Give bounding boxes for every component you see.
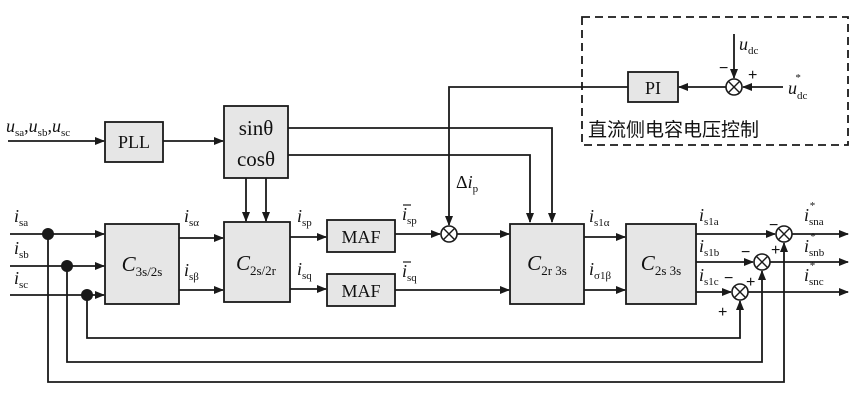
sin-to-c2r3s-wire <box>288 127 556 223</box>
is-beta-label: isβ <box>184 260 199 283</box>
sna-plus-sign: + <box>771 242 780 259</box>
isna-ref-label: isna* <box>804 200 824 228</box>
pi-output-wire <box>445 86 628 226</box>
is1c-label: is1c <box>699 265 719 288</box>
maf-p-block <box>326 219 396 253</box>
snc-minus-sign: − <box>724 270 733 287</box>
cos-to-c2r3s-wire <box>288 154 534 223</box>
udc-label: udc <box>739 34 759 57</box>
is1a-label: is1a <box>699 205 719 228</box>
c3s2s-label: C3s/2s <box>122 252 163 279</box>
dc-sum-junction <box>725 78 743 96</box>
c2s2r-block <box>223 221 291 303</box>
c2s2r-label: C2s/2r <box>236 251 277 278</box>
sin-label: sinθ <box>239 116 274 140</box>
is1-beta-label: iσ1β <box>589 259 611 282</box>
sincos-block <box>223 105 289 179</box>
isq-label: isq <box>297 259 312 282</box>
pi-label: PI <box>645 78 661 98</box>
isp-bar-label: isp <box>402 204 417 227</box>
dc-voltage-control-panel <box>581 16 849 146</box>
ip-sum-junction <box>440 225 458 243</box>
dc-panel-title: 直流侧电容电压控制 <box>588 119 759 141</box>
svg-text:isq: isq <box>402 261 417 284</box>
isc-label: isc <box>14 268 28 291</box>
isa-label: isa <box>14 206 28 229</box>
isnb-ref-label: isnb* <box>804 231 825 259</box>
isb-label: isb <box>14 238 29 261</box>
isq-bar-label: isq <box>402 261 417 284</box>
isa-feedback-wire <box>47 234 788 383</box>
dc-plus-sign: + <box>748 67 757 84</box>
c3s2s-block <box>104 223 180 305</box>
isnc-ref-label: isnc* <box>804 260 824 288</box>
isb-feedback-wire <box>66 266 766 363</box>
maf-p-label: MAF <box>341 227 380 247</box>
snb-plus-sign: + <box>746 274 755 291</box>
pll-label: PLL <box>118 132 150 152</box>
sna-sum-junction <box>775 225 793 243</box>
c2r3s-block <box>509 223 585 305</box>
is1b-label: is1b <box>699 236 720 259</box>
snb-minus-sign: − <box>741 244 750 261</box>
snb-sum-junction <box>753 253 771 271</box>
udc-ref-label: udc* <box>788 72 808 102</box>
c2s3s-label: C2s 3s <box>641 251 681 278</box>
svg-text:isp: isp <box>402 204 417 227</box>
pll-block <box>104 121 164 163</box>
snc-plus-sign: + <box>718 304 727 321</box>
c2s3s-block <box>625 223 697 305</box>
is1-alpha-label: is1α <box>589 206 610 229</box>
isc-feedback-wire <box>86 295 744 339</box>
cos-label: cosθ <box>237 147 275 171</box>
is-alpha-label: isα <box>184 206 199 229</box>
delta-ip-label: Δip <box>456 172 479 195</box>
maf-q-label: MAF <box>341 281 380 301</box>
isp-label: isp <box>297 206 312 229</box>
grid-voltage-label: usa,usb,usc <box>6 116 70 139</box>
dc-minus-sign: − <box>719 60 728 77</box>
c2r3s-label: C2r 3s <box>527 251 567 278</box>
sna-minus-sign: − <box>769 217 778 234</box>
maf-q-block <box>326 273 396 307</box>
